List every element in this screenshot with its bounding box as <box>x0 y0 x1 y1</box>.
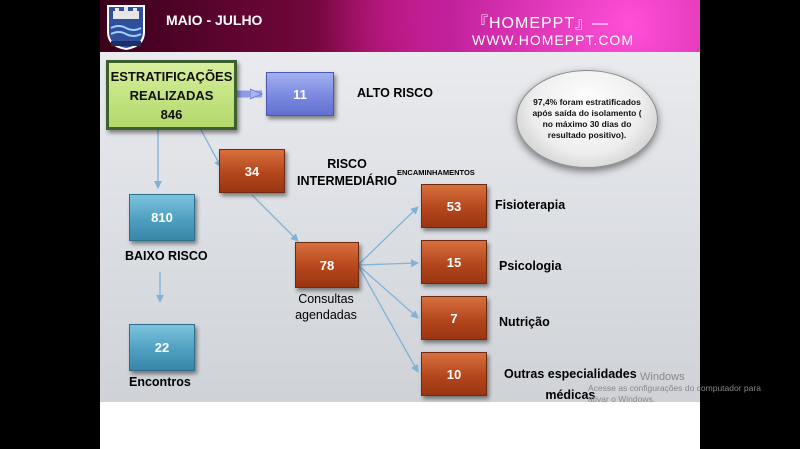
stratifications-label-1: ESTRATIFICAÇÕES <box>110 68 233 84</box>
risco-intermediario-label-2: INTERMEDIÁRIO <box>297 174 397 188</box>
encontros-box: 22 <box>129 324 195 371</box>
encontros-value: 22 <box>154 340 170 355</box>
baixo-risco-value: 810 <box>151 210 173 225</box>
risco-intermediario-label-1: RISCO <box>327 157 367 171</box>
watermark: 『HOMEPPT』— WWW.HOMEPPT.COM <box>472 15 634 49</box>
nutricao-value: 7 <box>450 310 458 326</box>
outras-especialidades-box: 10 <box>421 352 487 396</box>
fisioterapia-value: 53 <box>446 198 462 214</box>
activation-line-1: Windows <box>640 371 685 383</box>
outras-especialidades-label: Outras especialidades médicas <box>504 364 637 406</box>
consultas-box: 78 <box>295 242 359 288</box>
header-banner: MAIO - JULHO 『HOMEPPT』— WWW.HOMEPPT.COM <box>100 0 700 52</box>
consultas-label: Consultas agendadas <box>286 291 366 323</box>
psicologia-value: 15 <box>446 254 462 270</box>
psicologia-box: 15 <box>421 240 487 284</box>
outras-especialidades-label-2: médicas <box>545 388 596 402</box>
encontros-label: Encontros <box>129 375 191 389</box>
summary-note-text: 97,4% foram estratificados após saída do… <box>532 97 642 140</box>
windows-activation-watermark: Windows Acesse as configurações do compu… <box>588 372 798 405</box>
activation-line-2: Acesse as configurações do computador pa… <box>588 383 761 393</box>
risco-intermediario-label: RISCO INTERMEDIÁRIO <box>295 156 399 190</box>
risco-intermediario-box: 34 <box>219 149 285 193</box>
alto-risco-box: 11 <box>266 72 334 116</box>
baixo-risco-box: 810 <box>129 194 195 241</box>
slide: MAIO - JULHO 『HOMEPPT』— WWW.HOMEPPT.COM <box>100 0 700 449</box>
fisioterapia-label: Fisioterapia <box>495 198 566 212</box>
alto-risco-label: ALTO RISCO <box>357 86 433 100</box>
summary-note-ellipse: 97,4% foram estratificados após saída do… <box>516 70 658 168</box>
consultas-label-2: agendadas <box>295 308 357 322</box>
period-title: MAIO - JULHO <box>166 12 263 28</box>
consultas-value: 78 <box>319 257 335 273</box>
watermark-line-1: 『HOMEPPT』— <box>472 15 610 32</box>
consultas-label-1: Consultas <box>298 292 354 306</box>
outras-especialidades-label-1: Outras especialidades <box>504 367 637 381</box>
stratifications-total-box: ESTRATIFICAÇÕES REALIZADAS 846 <box>106 60 237 130</box>
activation-line-3: ativar o Windows. <box>588 394 656 404</box>
risco-intermediario-value: 34 <box>244 163 260 179</box>
encaminhamentos-title: ENCAMINHAMENTOS <box>397 168 475 177</box>
fisioterapia-box: 53 <box>421 184 487 228</box>
alto-risco-value: 11 <box>293 86 307 102</box>
city-crest-logo <box>107 5 145 50</box>
baixo-risco-label: BAIXO RISCO <box>125 249 208 263</box>
stratifications-value: 846 <box>160 106 183 122</box>
watermark-line-2: WWW.HOMEPPT.COM <box>472 32 634 48</box>
psicologia-label: Psicologia <box>499 259 562 273</box>
nutricao-box: 7 <box>421 296 487 340</box>
outras-especialidades-value: 10 <box>446 366 462 382</box>
nutricao-label: Nutrição <box>499 315 550 329</box>
stratifications-label-2: REALIZADAS <box>129 87 214 103</box>
